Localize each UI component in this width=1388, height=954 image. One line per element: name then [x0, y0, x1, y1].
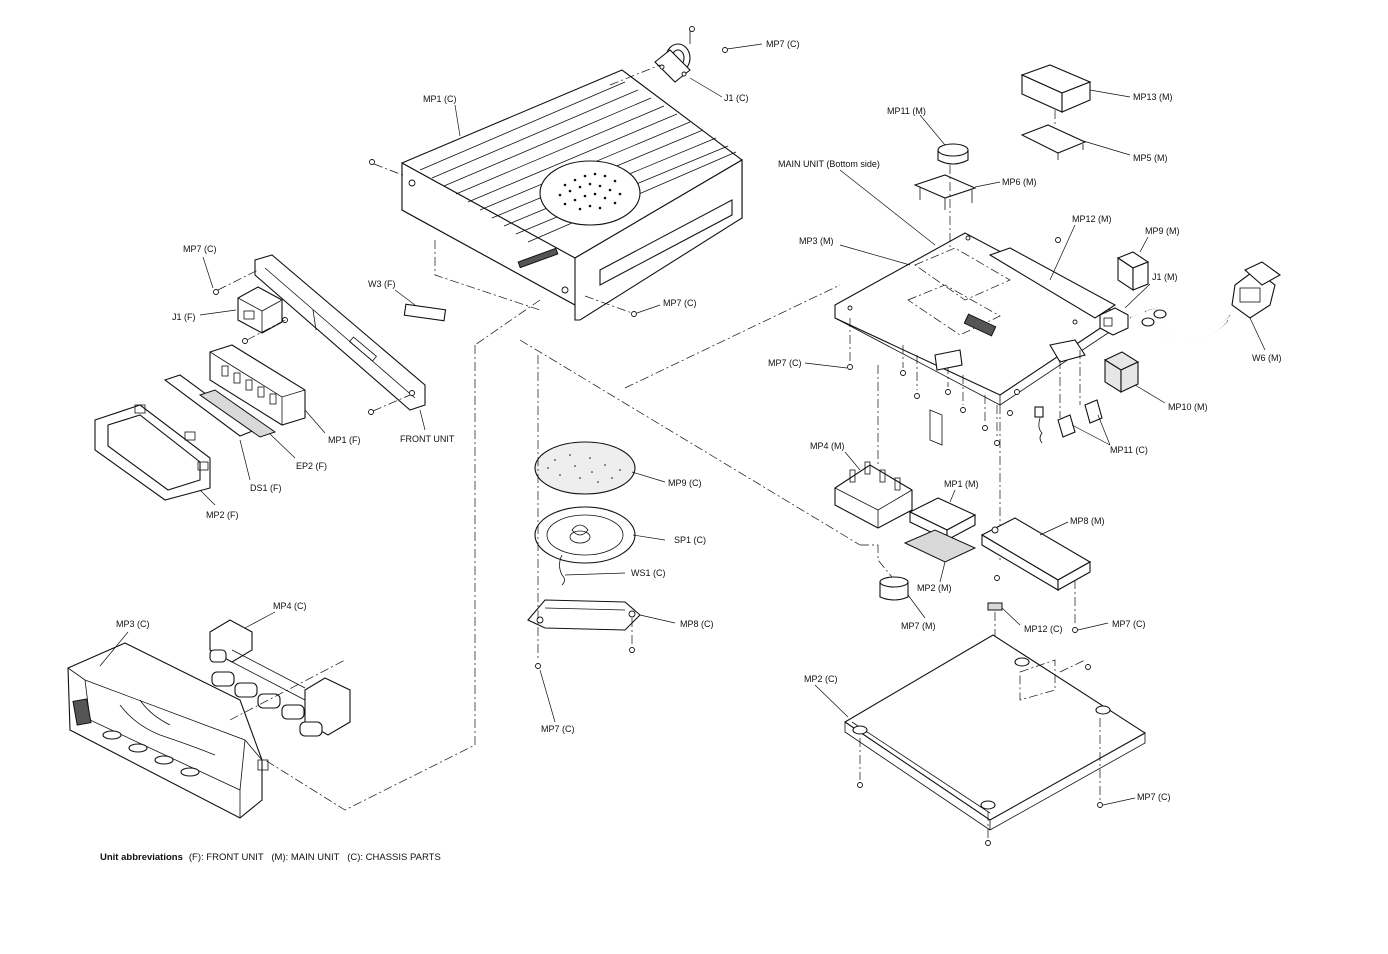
- screw-icon: [1085, 664, 1091, 670]
- bracket-mp8m: [980, 517, 1092, 591]
- label-mp7m: MP7 (M): [901, 621, 936, 631]
- label-mp1c: MP1 (C): [423, 94, 457, 104]
- cable-w6m: [1129, 261, 1282, 346]
- bottom-cover-mp2c: [843, 634, 1147, 831]
- front-panel-mp3c: [67, 642, 269, 819]
- label-sp1c: SP1 (C): [674, 535, 706, 545]
- label-mp12c: MP12 (C): [1024, 624, 1063, 634]
- label-ep2f: EP2 (F): [296, 461, 327, 471]
- connector-j1c: [654, 30, 691, 83]
- key-holder-mp1f: [209, 344, 306, 426]
- label-mp11c: MP11 (C): [1110, 445, 1148, 455]
- screw-icon: [631, 311, 637, 317]
- label-ws1c: WS1 (C): [631, 568, 666, 578]
- label-mp7c: MP7 (C): [766, 39, 800, 49]
- legend-title: Unit abbreviations: [100, 852, 183, 863]
- label-mp11m: MP11 (M): [887, 106, 926, 116]
- screw-icon: [985, 840, 991, 846]
- label-main-unit: MAIN UNIT (Bottom side): [778, 159, 880, 169]
- speaker-sp1c: [534, 506, 636, 564]
- connector-j1m: [1099, 307, 1129, 336]
- label-mp2m: MP2 (M): [917, 583, 952, 593]
- pad-mp12c: [987, 602, 1003, 611]
- screw-icon: [629, 647, 635, 653]
- label-w6m: W6 (M): [1252, 353, 1282, 363]
- screw-icon: [369, 159, 375, 165]
- key-rubber-mp4c: [209, 619, 351, 737]
- screw-icon: [1072, 627, 1078, 633]
- label-mp8m: MP8 (M): [1070, 516, 1105, 526]
- sheet-mp2m: [903, 529, 977, 563]
- label-mp2c: MP2 (C): [804, 674, 838, 684]
- block-mp13m: [1020, 64, 1092, 113]
- sponge-mp10m: [1103, 351, 1140, 393]
- screw-icon: [1097, 802, 1103, 808]
- label-mp1f: MP1 (F): [328, 435, 361, 445]
- label-mp12m: MP12 (M): [1072, 214, 1112, 224]
- label-mp7c: MP7 (C): [541, 724, 575, 734]
- wire-ws1c: [559, 554, 565, 586]
- label-j1c: J1 (C): [724, 93, 749, 103]
- label-mp5m: MP5 (M): [1133, 153, 1168, 163]
- label-mp9m: MP9 (M): [1145, 226, 1180, 236]
- screw-icon: [368, 409, 374, 415]
- screw-icon: [213, 289, 219, 295]
- label-mp7c: MP7 (C): [1137, 792, 1171, 802]
- label-mp7c: MP7 (C): [1112, 619, 1146, 629]
- screw-icon: [722, 47, 728, 53]
- label-j1m: J1 (M): [1152, 272, 1178, 282]
- label-mp2f: MP2 (F): [206, 510, 239, 520]
- label-mp7c: MP7 (C): [663, 298, 697, 308]
- main-unit-board: [834, 232, 1122, 406]
- frame-mp2f: [94, 404, 211, 501]
- label-w3f: W3 (F): [368, 279, 396, 289]
- screw-icon: [689, 26, 695, 32]
- label-mp9c: MP9 (C): [668, 478, 702, 488]
- screw-icon: [857, 782, 863, 788]
- connector-j1f: [237, 286, 283, 334]
- label-mp8c: MP8 (C): [680, 619, 714, 629]
- label-j1f: J1 (F): [172, 312, 196, 322]
- label-mp7c: MP7 (C): [183, 244, 217, 254]
- screw-icon: [535, 663, 541, 669]
- label-mp3m: MP3 (M): [799, 236, 834, 246]
- screw-icon: [1055, 237, 1061, 243]
- label-mp4m: MP4 (M): [810, 441, 845, 451]
- tray-mp1m: [908, 497, 977, 541]
- label-mp4c: MP4 (C): [273, 601, 307, 611]
- label-ds1f: DS1 (F): [250, 483, 282, 493]
- flex-cable-w3f: [403, 303, 447, 322]
- label-front-unit: FRONT UNIT: [400, 434, 455, 444]
- block-mp9m: [1116, 251, 1150, 292]
- label-mp13m: MP13 (M): [1133, 92, 1173, 102]
- clips-mp11c: [1034, 399, 1103, 438]
- label-mp3c: MP3 (C): [116, 619, 150, 629]
- holder-mp4m: [834, 461, 913, 529]
- board-screws: [847, 364, 1020, 446]
- label-mp6m: MP6 (M): [1002, 177, 1037, 187]
- speaker-felt-mp9c: [534, 441, 636, 495]
- sheet-ep2f: [198, 389, 277, 438]
- unit-abbreviations-legend: Unit abbreviations (F): FRONT UNIT (M): M…: [100, 852, 441, 863]
- shield-mp6m: [913, 174, 977, 210]
- label-mp7c: MP7 (C): [768, 358, 802, 368]
- connector-icon: [934, 349, 963, 371]
- screw-icon: [242, 338, 248, 344]
- bracket-mp8c: [527, 599, 641, 631]
- pad-mp11m: [937, 143, 969, 165]
- label-mp10m: MP10 (M): [1168, 402, 1208, 412]
- pad-mp7m: [879, 576, 909, 601]
- label-mp1m: MP1 (M): [944, 479, 979, 489]
- shield-mp5m: [1020, 124, 1087, 160]
- legend-text: (F): FRONT UNIT (M): MAIN UNIT (C): CHAS…: [188, 852, 441, 863]
- screw-icon: [994, 575, 1000, 581]
- callout-labels: MP7 (C) J1 (C) MP1 (C) MP7 (C) W3 (F) J1…: [116, 39, 1282, 802]
- chassis-mp1c: [401, 69, 743, 321]
